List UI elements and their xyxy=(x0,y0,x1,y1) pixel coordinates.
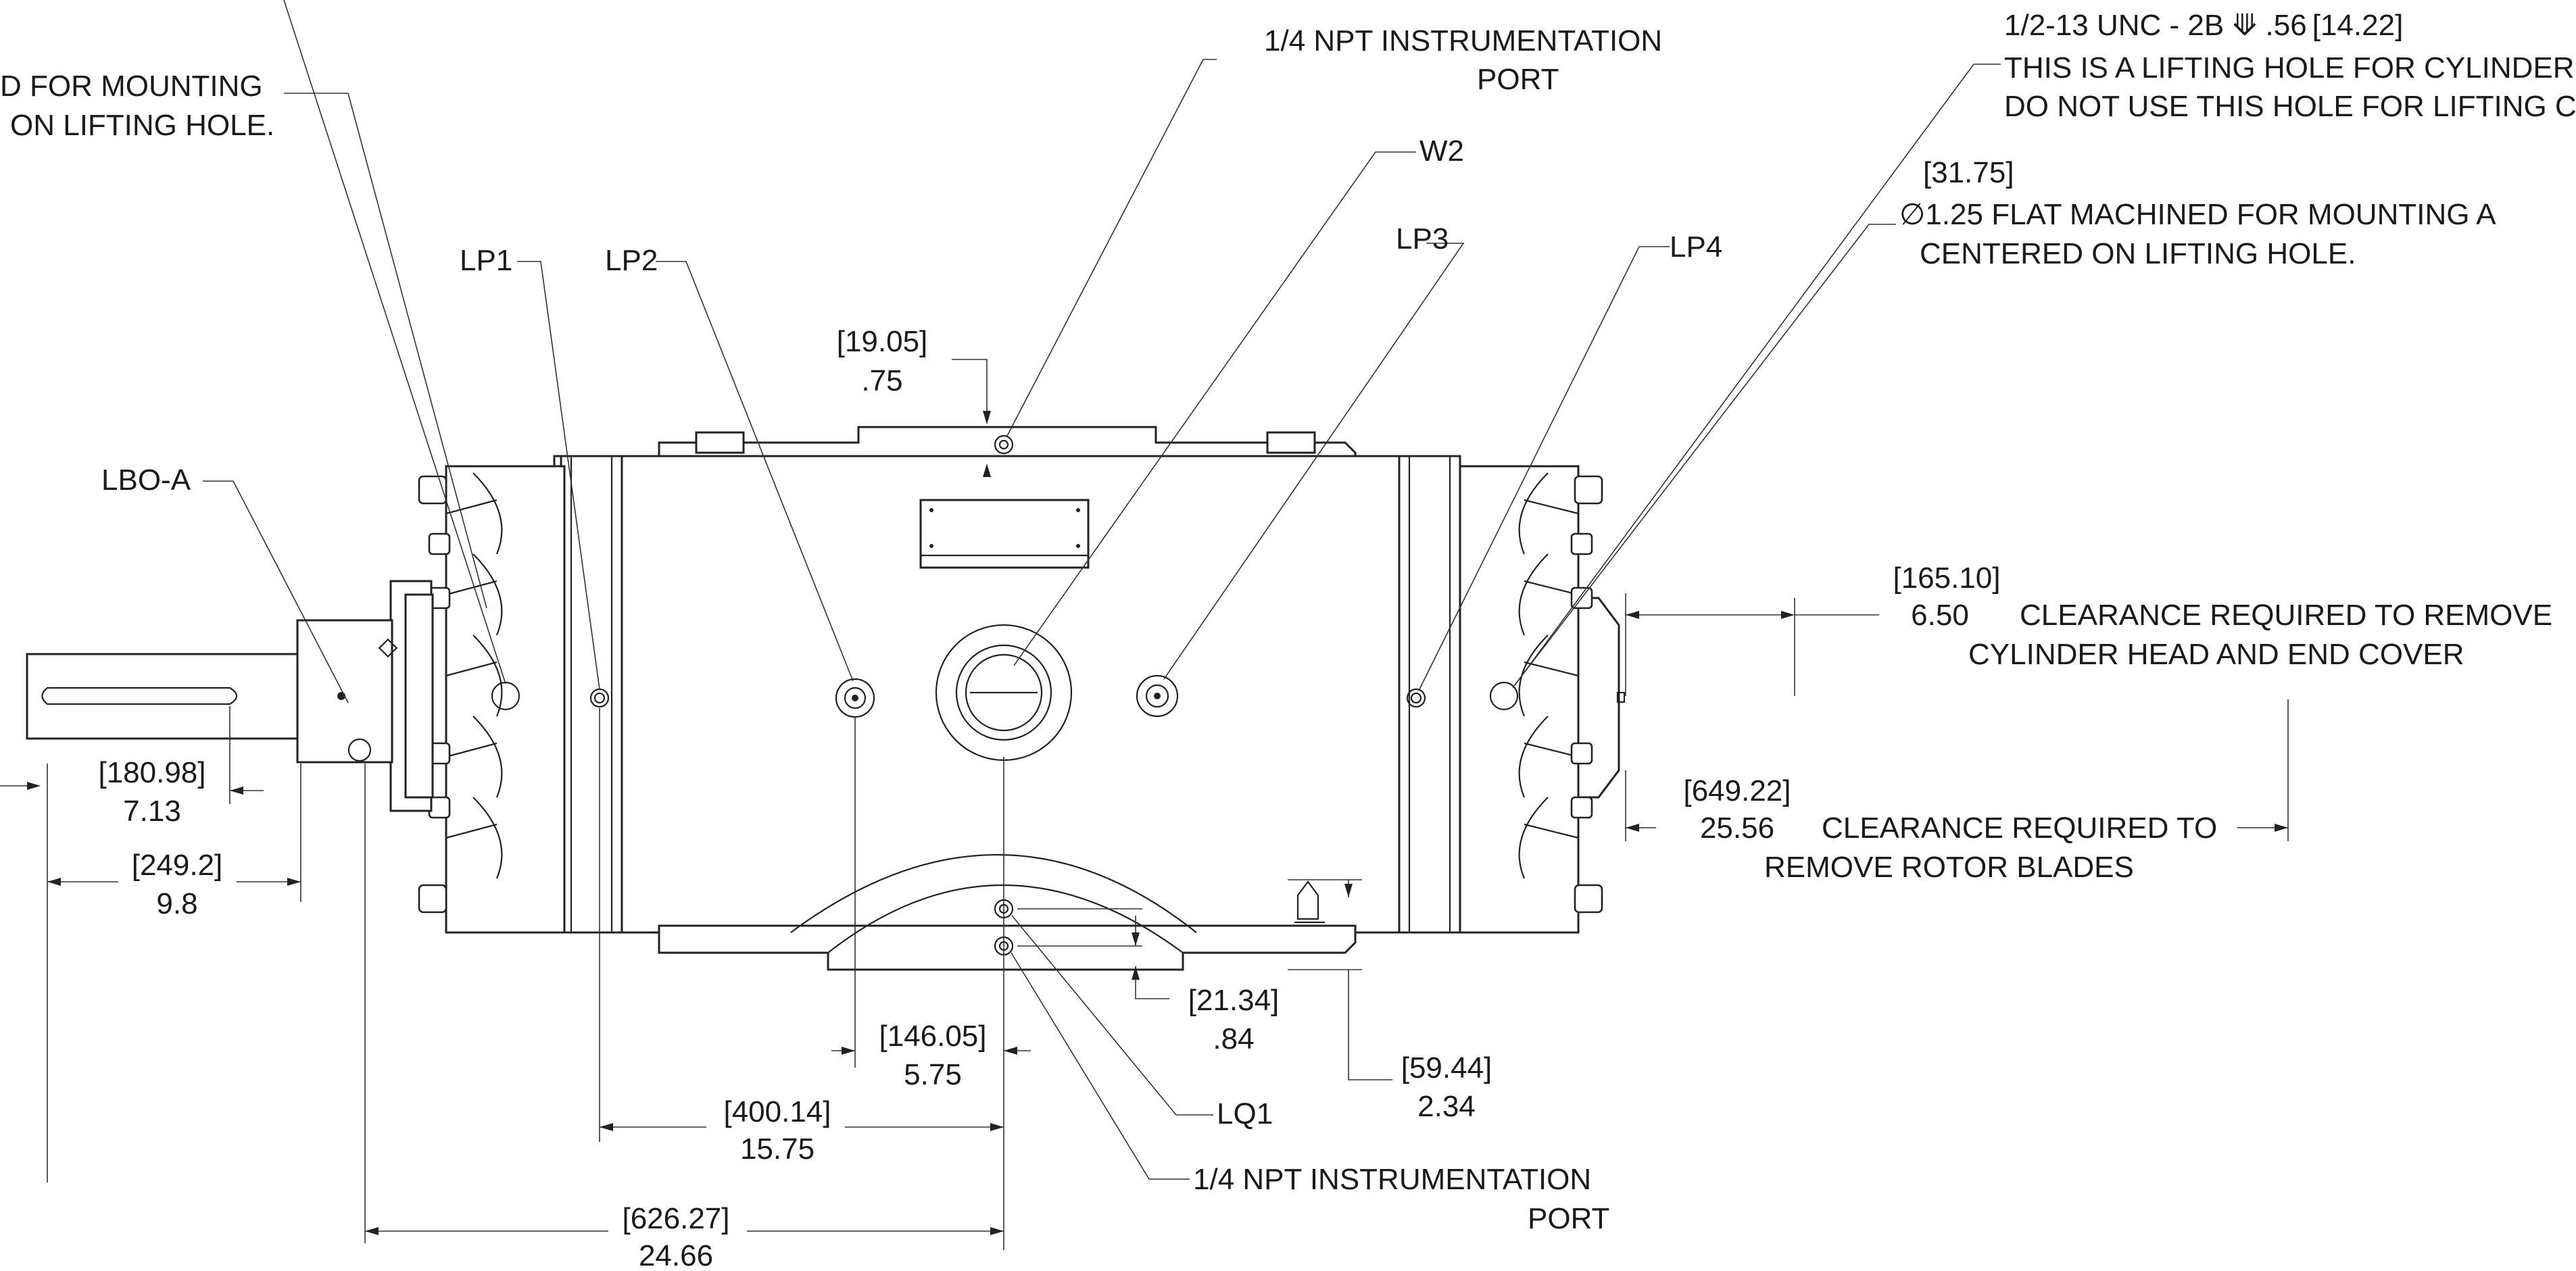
svg-text:[165.10]: [165.10] xyxy=(1893,562,2000,595)
svg-text:15.75: 15.75 xyxy=(740,1132,815,1166)
port-lp3 xyxy=(1136,674,1179,718)
dimension-lines xyxy=(0,359,2289,1250)
lp4-label: LP4 xyxy=(1670,230,1722,264)
top-bolt-left xyxy=(695,431,745,454)
bottom-foot-arch xyxy=(790,854,1197,933)
left-studs xyxy=(418,475,451,914)
lq1-label: LQ1 xyxy=(1217,1097,1273,1130)
npt-top-line2: PORT xyxy=(1477,63,1559,96)
left-end-cover xyxy=(418,465,566,934)
bottom-foot-arch-inner xyxy=(827,884,1184,953)
flat-note-line2: CENTERED ON LIFTING HOLE. xyxy=(1920,237,2356,270)
flat-note-line1: ∅1.25 FLAT MACHINED FOR MOUNTING A xyxy=(1899,198,2496,231)
port-top-npt xyxy=(994,434,1014,455)
svg-text:[626.27]: [626.27] xyxy=(622,1202,729,1235)
clearance-rotor-line2: REMOVE ROTOR BLADES xyxy=(1764,851,2134,884)
svg-text:[19.05]: [19.05] xyxy=(837,325,928,358)
npt-bottom-line2: PORT xyxy=(1528,1202,1609,1235)
dim-overall-to-center: [626.27] 24.66 xyxy=(622,1202,729,1271)
svg-text:25.56: 25.56 xyxy=(1700,812,1774,845)
nameplate xyxy=(919,499,1090,569)
svg-text:[146.05]: [146.05] xyxy=(879,1020,986,1053)
dim-lp1-to-center: [400.14] 15.75 xyxy=(723,1095,831,1166)
svg-text:[249.2]: [249.2] xyxy=(132,849,223,882)
bearing-cover xyxy=(1577,597,1620,799)
right-lifting-hole xyxy=(1489,681,1519,711)
dim-head-clearance: [165.10] 6.50 xyxy=(1893,562,2000,632)
dim-rotor-clearance: [649.22] 25.56 xyxy=(1683,774,1791,845)
callout-labels: D FOR MOUNTING ON LIFTING HOLE. 1/4 NPT … xyxy=(0,9,2576,1235)
bearing-housing xyxy=(296,619,393,764)
svg-text:[180.98]: [180.98] xyxy=(98,756,205,789)
w2-label: W2 xyxy=(1419,134,1464,168)
top-bolt-right xyxy=(1266,431,1316,454)
right-end-cover xyxy=(1459,465,1626,934)
lp3-label: LP3 xyxy=(1396,222,1449,255)
clearance-head-line2: CYLINDER HEAD AND END COVER xyxy=(1968,638,2464,671)
drive-shaft xyxy=(26,653,299,740)
dim-shaft-flange: [249.2] 9.8 xyxy=(132,849,223,920)
pump-body xyxy=(553,426,1461,971)
thread-spec: 1/2-13 UNC - 2B ⟱ .56[14.22] xyxy=(2004,9,2403,42)
port-lp4 xyxy=(1406,688,1426,708)
npt-bottom-line1: 1/4 NPT INSTRUMENTATION xyxy=(1193,1163,1591,1196)
svg-text:[21.34]: [21.34] xyxy=(1188,984,1280,1017)
dim-foot-height: [59.44] 2.34 xyxy=(1401,1051,1492,1123)
mount-left-line2: ON LIFTING HOLE. xyxy=(10,109,274,142)
svg-text:[400.14]: [400.14] xyxy=(723,1095,831,1128)
dim-port-spacing: [146.05] 5.75 xyxy=(879,1020,986,1091)
svg-text:.84: .84 xyxy=(1213,1022,1254,1055)
svg-text:.75: .75 xyxy=(861,364,902,397)
clearance-rotor-line1: CLEARANCE REQUIRED TO xyxy=(1822,812,2217,845)
lp2-label: LP2 xyxy=(605,244,658,277)
svg-text:2.34: 2.34 xyxy=(1417,1090,1476,1123)
lbo-a-label: LBO-A xyxy=(101,464,191,497)
svg-text:24.66: 24.66 xyxy=(639,1239,713,1271)
svg-text:5.75: 5.75 xyxy=(904,1058,962,1091)
dim-bottom-port-offset: [21.34] .84 xyxy=(1188,984,1280,1055)
lifting-note-line2: DO NOT USE THIS HOLE FOR LIFTING C xyxy=(2004,90,2576,123)
relief-valve xyxy=(1296,880,1319,920)
mount-left-line1: D FOR MOUNTING xyxy=(0,70,263,103)
npt-top-line1: 1/4 NPT INSTRUMENTATION xyxy=(1264,24,1662,57)
dim-top-port-offset: [19.05] .75 xyxy=(837,325,928,397)
svg-text:[59.44]: [59.44] xyxy=(1401,1051,1492,1085)
svg-text:7.13: 7.13 xyxy=(123,795,181,828)
svg-text:6.50: 6.50 xyxy=(1911,599,1969,632)
right-studs xyxy=(1570,475,1603,914)
svg-text:[649.22]: [649.22] xyxy=(1683,774,1791,807)
dimension-values: [19.05] .75 [180.98] 7.13 [249.2] 9.8 [1… xyxy=(98,325,2000,1271)
clearance-head-line1: CLEARANCE REQUIRED TO REMOVE xyxy=(2020,599,2552,632)
leader-lines xyxy=(203,0,2001,1180)
drive-shaft-assembly xyxy=(26,580,434,812)
dim-shaft-length: [180.98] 7.13 xyxy=(98,756,205,828)
arrowheads xyxy=(27,411,2288,1235)
flat-mm: [31.75] xyxy=(1923,156,2014,189)
lp1-label: LP1 xyxy=(460,244,512,277)
svg-text:9.8: 9.8 xyxy=(156,887,197,920)
lifting-note-line1: THIS IS A LIFTING HOLE FOR CYLINDER xyxy=(2004,51,2575,84)
